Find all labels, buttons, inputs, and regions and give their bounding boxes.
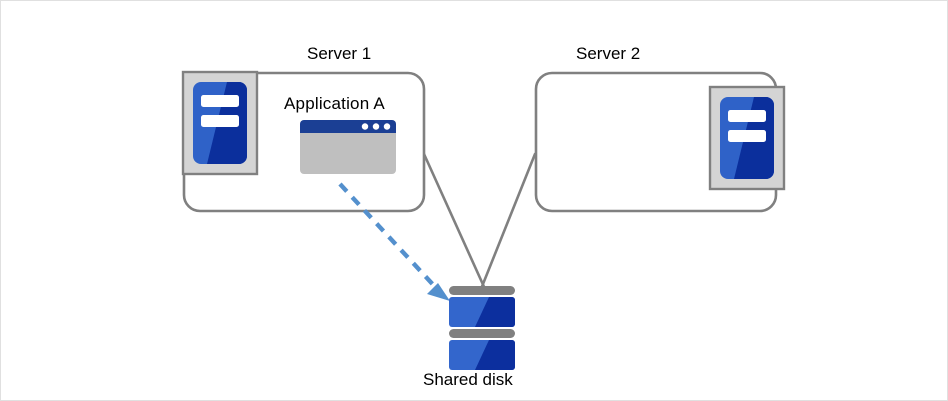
- connector-server1-to-disk: [422, 152, 487, 291]
- connector-server2-to-disk: [479, 152, 537, 291]
- server-icon-2-bar-top: [728, 110, 766, 122]
- server-icon-1[interactable]: [181, 70, 259, 176]
- server-1-label: Server 1: [307, 44, 372, 63]
- application-titlebar: [300, 120, 396, 133]
- application-dot-2: [372, 123, 380, 130]
- application-dot-1: [361, 123, 369, 130]
- application-to-disk-arrow: [338, 182, 450, 301]
- disk-unit-2-shade: [475, 340, 515, 370]
- server-icon-2[interactable]: [708, 85, 786, 191]
- application-label: Application A: [284, 94, 385, 113]
- arrow-head-icon: [427, 283, 450, 301]
- disk-unit-1: [449, 297, 515, 327]
- disk-bar-2: [449, 329, 515, 338]
- server-icon-1-bar-bottom: [201, 115, 239, 127]
- shared-disk-label: Shared disk: [423, 370, 513, 389]
- application-body: [300, 133, 396, 174]
- server-2-label: Server 2: [576, 44, 641, 63]
- arrow-dashed-shaft: [338, 182, 440, 292]
- shared-disk-icon[interactable]: [449, 286, 515, 370]
- disk-bar-1: [449, 286, 515, 295]
- application-window-icon[interactable]: [300, 120, 396, 174]
- connector-lines: [422, 152, 537, 291]
- disk-unit-1-shade: [475, 297, 515, 327]
- server-icon-1-bar-top: [201, 95, 239, 107]
- disk-unit-2: [449, 340, 515, 370]
- application-dot-3: [383, 123, 391, 130]
- server-icon-2-bar-bottom: [728, 130, 766, 142]
